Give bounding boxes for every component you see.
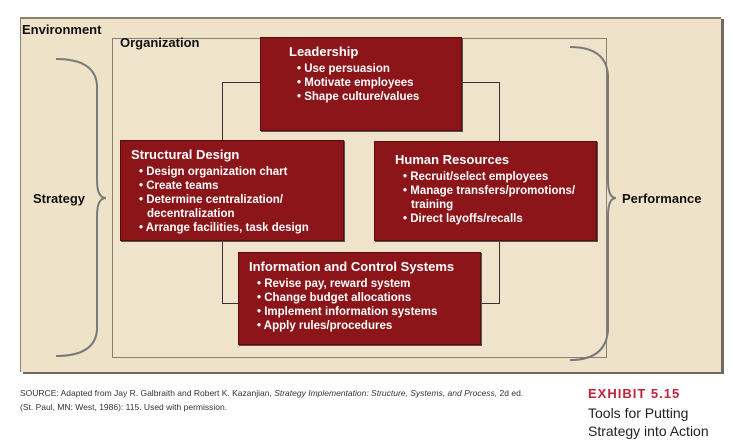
source-note: SOURCE: Adapted from Jay R. Galbraith an…	[20, 386, 523, 414]
info-title: Information and Control Systems	[249, 259, 455, 274]
source-prefix: SOURCE: Adapted from Jay R. Galbraith an…	[20, 388, 275, 398]
list-item: Manage transfers/promotions/ training	[403, 184, 586, 212]
list-item: Design organization chart	[139, 165, 333, 179]
source-suffix: 2d ed.	[497, 388, 524, 398]
list-item: Apply rules/procedures	[257, 319, 470, 333]
exhibit-title: Tools for Putting Strategy into Action	[588, 404, 709, 440]
exhibit-title-line1: Tools for Putting	[588, 405, 689, 421]
information-control-box: Information and Control Systems Revise p…	[238, 252, 481, 345]
strategy-label: Strategy	[33, 191, 86, 206]
list-item: Recruit/select employees	[403, 170, 586, 184]
performance-label: Performance	[622, 191, 702, 206]
list-item: Arrange facilities, task design	[139, 221, 333, 235]
hr-title: Human Resources	[395, 152, 510, 167]
exhibit-title-line2: Strategy into Action	[588, 423, 709, 439]
list-item: Create teams	[139, 179, 333, 193]
list-item: Shape culture/values	[297, 90, 451, 104]
organization-label: Organization	[120, 35, 200, 50]
structural-design-box: Structural Design Design organization ch…	[120, 140, 344, 241]
strategy-bracket	[55, 58, 107, 357]
list-item: Determine centralization/ decentralizati…	[139, 193, 333, 221]
list-item: Revise pay, reward system	[257, 277, 470, 291]
source-line2: (St. Paul, MN: West, 1986): 115. Used wi…	[20, 402, 228, 412]
list-item: Motivate employees	[297, 76, 451, 90]
list-item: Use persuasion	[297, 62, 451, 76]
leadership-title: Leadership	[289, 44, 359, 59]
leadership-box: Leadership Use persuasionMotivate employ…	[260, 37, 462, 131]
source-title: Strategy Implementation: Structure, Syst…	[274, 388, 498, 398]
exhibit-number: EXHIBIT 5.15	[588, 386, 681, 401]
performance-bracket	[569, 46, 617, 361]
environment-label: Environment	[22, 22, 102, 37]
list-item: Change budget allocations	[257, 291, 470, 305]
list-item: Direct layoffs/recalls	[403, 212, 586, 226]
list-item: Implement information systems	[257, 305, 470, 319]
structural-title: Structural Design	[131, 147, 240, 162]
human-resources-box: Human Resources Recruit/select employees…	[374, 141, 597, 241]
